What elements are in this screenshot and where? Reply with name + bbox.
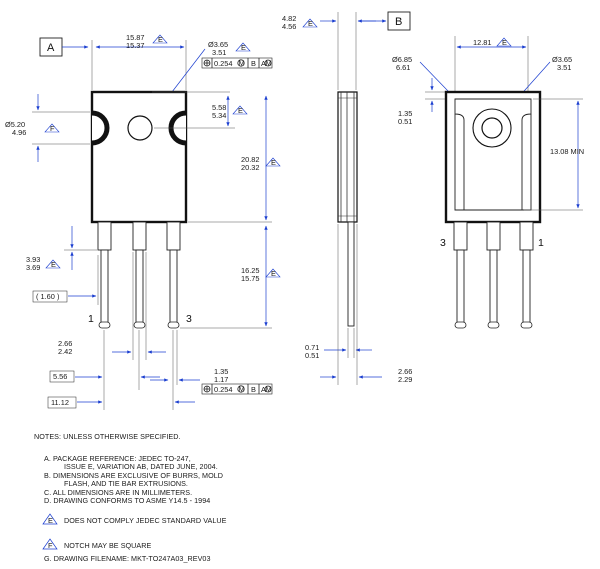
note-b-line-2: FLASH, AND TIE BAR EXTRUSIONS. (64, 479, 188, 488)
svg-text:E: E (271, 158, 276, 167)
note-e-symbol (42, 513, 58, 525)
svg-text:M: M (239, 59, 245, 68)
dim-shoulder-max: 2.66 (58, 339, 72, 348)
svg-text:F: F (48, 541, 53, 550)
datum-b-box (387, 11, 411, 31)
note-c: C. ALL DIMENSIONS ARE IN MILLIMETERS. (44, 488, 192, 497)
front-lead-3-shoulder (166, 221, 181, 251)
svg-text:B: B (251, 385, 256, 394)
svg-text:E: E (271, 269, 276, 278)
svg-text:E: E (158, 35, 163, 44)
dim-hole-max: Ø3.65 (208, 40, 228, 49)
dim-notch-min: 4.96 (12, 128, 26, 137)
svg-text:F: F (50, 124, 55, 133)
dim-width-min: 15.37 (126, 41, 145, 50)
dim-seat-max: 2.66 (398, 367, 412, 376)
front-lead-1-shoulder (97, 221, 112, 251)
dim-ref-1-60: ( 1.60 ) (36, 292, 59, 301)
note-d: D. DRAWING CONFORMS TO ASME Y14.5 - 1994 (44, 496, 210, 505)
svg-text:A: A (261, 59, 266, 68)
front-body (90, 90, 188, 224)
dim-notch-max: Ø5.20 (5, 120, 25, 129)
dim-hole-centre-max: 5.58 (212, 103, 226, 112)
front-view: A 15.87 15.37 E Ø3.65 3.51 E 0.254 M B A (5, 33, 281, 410)
tolerance-frame-top: 0.254 M B A M (201, 57, 273, 69)
front-lead-1 (100, 249, 109, 327)
dim-thickness-max: 4.82 (282, 14, 296, 23)
dim-pad-width: 12.81 (473, 38, 492, 47)
svg-text:A: A (261, 385, 266, 394)
back-pin-1-label: 1 (538, 237, 544, 249)
front-pin-3-label: 3 (186, 313, 192, 325)
note-f-symbol (42, 538, 58, 550)
svg-text:E: E (241, 43, 246, 52)
datum-b-label: B (395, 16, 402, 28)
dim-lead-width-min: 1.17 (214, 375, 228, 384)
front-mounting-hole (127, 115, 153, 141)
note-b-line-1: B. DIMENSIONS ARE EXCLUSIVE OF BURRS, MO… (44, 471, 223, 480)
notes-block: NOTES: UNLESS OTHERWISE SPECIFIED. A. PA… (34, 432, 227, 563)
dim-tab-min: 0.51 (398, 117, 412, 126)
dim-lead-length-max: 16.25 (241, 266, 260, 275)
back-mounting-hole (481, 117, 503, 139)
side-body (337, 91, 358, 223)
dim-pad-dia-max: Ø6.85 (392, 55, 412, 64)
dim-pad-dia-min: 6.61 (396, 63, 410, 72)
dim-pitch-2x: 11.12 (51, 398, 69, 407)
dim-lead-thickness-min: 0.51 (305, 351, 319, 360)
tolerance-frame-bottom: 0.254 M B A M (201, 383, 273, 395)
dim-lead-width-max: 1.35 (214, 367, 228, 376)
dim-seat-min: 2.29 (398, 375, 412, 384)
front-lead-3 (169, 249, 178, 327)
notes-header: NOTES: UNLESS OTHERWISE SPECIFIED. (34, 432, 181, 441)
note-g: G. DRAWING FILENAME: MKT-TO247A03_REV03 (44, 554, 211, 563)
svg-text:E: E (51, 260, 56, 269)
side-lead (347, 221, 355, 327)
dim-tab-max: 1.35 (398, 109, 412, 118)
note-a-line-2: ISSUE E, VARIATION AB, DATED JUNE, 2004. (64, 462, 218, 471)
dim-back-hole-min: 3.51 (557, 63, 571, 72)
dim-shoulder-min: 2.42 (58, 347, 72, 356)
svg-text:0.254: 0.254 (214, 385, 233, 394)
note-e-triangle (152, 34, 168, 44)
svg-text:M: M (266, 59, 272, 68)
side-view: 4.82 4.56 E B 0.71 0.51 2.66 2.29 (282, 11, 412, 385)
dim-width-max: 15.87 (126, 33, 145, 42)
svg-text:E: E (238, 106, 243, 115)
front-pin-1-label: 1 (88, 313, 94, 325)
back-pin-3-label: 3 (440, 237, 446, 249)
front-lead-2-shoulder (132, 221, 147, 251)
dim-hole-centre-min: 5.34 (212, 111, 226, 120)
note-f-text: NOTCH MAY BE SQUARE (64, 541, 152, 550)
dim-pitch: 5.56 (53, 372, 67, 381)
dim-lead-length-min: 15.75 (241, 274, 260, 283)
svg-text:B: B (251, 59, 256, 68)
svg-text:M: M (266, 385, 272, 394)
dim-body-min: 20.32 (241, 163, 260, 172)
dim-lead-step-min: 3.69 (26, 263, 40, 272)
note-e-text: DOES NOT COMPLY JEDEC STANDARD VALUE (64, 516, 227, 525)
dim-lead-thickness-max: 0.71 (305, 343, 319, 352)
note-a-line-1: A. PACKAGE REFERENCE: JEDEC TO-247, (44, 454, 191, 463)
svg-text:E: E (502, 38, 507, 47)
dim-lead-step-max: 3.93 (26, 255, 40, 264)
dim-body-max: 20.82 (241, 155, 260, 164)
front-leads (97, 221, 181, 329)
datum-a-label: A (47, 42, 55, 54)
dim-back-hole-max: Ø3.65 (552, 55, 572, 64)
svg-text:M: M (239, 385, 245, 394)
svg-text:E: E (308, 19, 313, 28)
dim-pad-height: 13.08 MIN (550, 147, 584, 156)
front-lead-2 (135, 249, 144, 327)
dim-thickness-min: 4.56 (282, 22, 296, 31)
svg-text:0.254: 0.254 (214, 59, 233, 68)
back-view: 12.81 E Ø6.85 6.61 Ø3.65 3.51 1.35 0.51 … (392, 36, 584, 329)
svg-text:E: E (48, 516, 53, 525)
dim-hole-min: 3.51 (212, 48, 226, 57)
back-leads (453, 221, 534, 329)
